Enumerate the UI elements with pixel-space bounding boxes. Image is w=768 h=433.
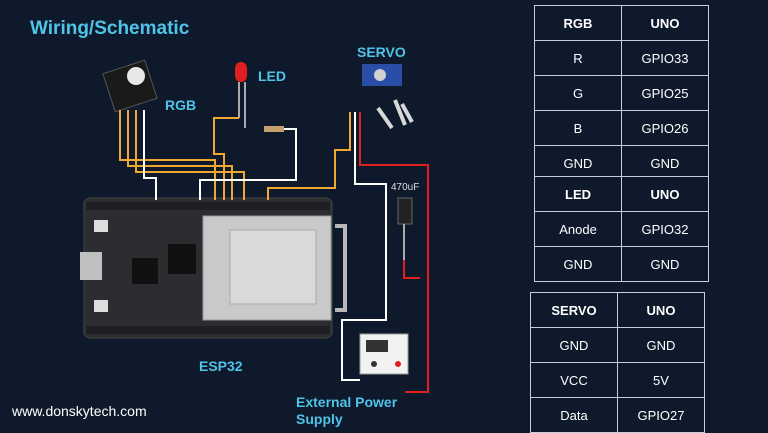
reset-button <box>94 220 108 232</box>
table-cell: GND <box>534 246 622 282</box>
usb-port <box>80 252 102 280</box>
table-row: VCC 5V <box>530 362 705 398</box>
external-power-label-1: External Power <box>296 394 398 410</box>
antenna <box>335 224 347 312</box>
boot-button <box>94 300 108 312</box>
rgb-pin-table: RGB UNO R GPIO33 G GPIO25 B GPIO26 GND G… <box>534 5 709 181</box>
table-cell: 5V <box>617 362 705 398</box>
esp32-label: ESP32 <box>199 358 243 374</box>
table-cell: GND <box>530 327 618 363</box>
table-cell: GPIO26 <box>621 110 709 146</box>
led-body <box>235 62 247 82</box>
table-row: G GPIO25 <box>534 75 709 111</box>
table-cell: GPIO25 <box>621 75 709 111</box>
rgb-led <box>127 67 145 85</box>
website-label: www.donskytech.com <box>12 403 147 419</box>
table-cell: GND <box>621 246 709 282</box>
table-row: R GPIO33 <box>534 40 709 76</box>
external-power-label-2: Supply <box>296 411 343 427</box>
servo-label: SERVO <box>357 44 406 60</box>
rgb-module <box>102 59 158 113</box>
table-cell: B <box>534 110 622 146</box>
capacitor <box>397 197 413 225</box>
servo-horns <box>376 99 414 130</box>
table-cell: GPIO32 <box>621 211 709 247</box>
table-row: GND GND <box>534 145 709 181</box>
table-row: Anode GPIO32 <box>534 211 709 247</box>
led-table-header-2: UNO <box>621 176 709 212</box>
page-title: Wiring/Schematic <box>30 18 190 39</box>
led-pin-table: LED UNO Anode GPIO32 GND GND <box>534 176 709 282</box>
capacitor-label: 470uF <box>391 182 420 193</box>
table-cell: VCC <box>530 362 618 398</box>
led-table-header-1: LED <box>534 176 622 212</box>
table-row: Data GPIO27 <box>530 397 705 433</box>
table-row: GND GND <box>534 246 709 282</box>
table-cell: Anode <box>534 211 622 247</box>
servo-table-header-1: SERVO <box>530 292 618 328</box>
rgb-table-header-1: RGB <box>534 5 622 41</box>
usb-chip <box>132 258 158 284</box>
table-row: B GPIO26 <box>534 110 709 146</box>
regulator-chip <box>168 244 196 274</box>
resistor <box>264 126 284 132</box>
table-cell: GPIO27 <box>617 397 705 433</box>
table-row: GND GND <box>530 327 705 363</box>
rgb-label: RGB <box>165 97 197 113</box>
table-cell: R <box>534 40 622 76</box>
table-cell: GND <box>617 327 705 363</box>
led-label: LED <box>258 68 286 84</box>
servo-table-header-2: UNO <box>617 292 705 328</box>
rgb-table-header-2: UNO <box>621 5 709 41</box>
table-cell: Data <box>530 397 618 433</box>
table-cell: GPIO33 <box>621 40 709 76</box>
table-cell: G <box>534 75 622 111</box>
esp32-shield <box>229 229 317 305</box>
servo-pin-table: SERVO UNO GND GND VCC 5V Data GPIO27 <box>530 292 705 433</box>
